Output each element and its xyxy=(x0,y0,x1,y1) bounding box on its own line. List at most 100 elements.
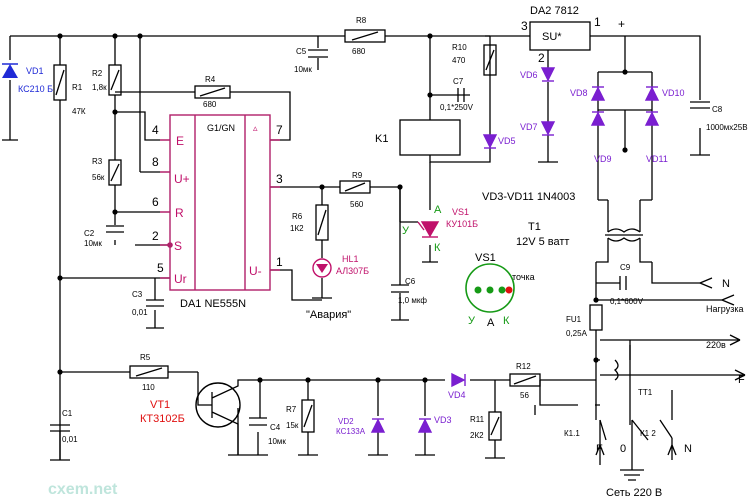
vd8-label: VD8 xyxy=(570,88,588,98)
pin-4: 4 xyxy=(152,123,159,137)
c7-label: C7 xyxy=(453,77,464,86)
pin-7: 7 xyxy=(276,123,283,137)
hl1-label: HL1 xyxy=(342,254,359,264)
t1-transformer xyxy=(605,228,643,242)
vs1-cathode-top: К xyxy=(434,242,441,254)
c2-value: 10мк xyxy=(84,239,102,248)
pin-uminus: U- xyxy=(249,264,262,278)
diodes xyxy=(370,67,660,433)
mains-label: Сеть 220 В xyxy=(606,487,662,499)
c9-value: 0,1*600V xyxy=(610,297,644,306)
vd2-type: КС133А xyxy=(336,427,366,436)
pin-5: 5 xyxy=(157,261,164,275)
hl1-type: АЛ307Б xyxy=(336,266,369,276)
vs1-anode-top: А xyxy=(434,204,442,216)
r2-label: R2 xyxy=(92,69,103,78)
r2-value: 1,8к xyxy=(92,83,107,92)
vt1-transistor xyxy=(195,372,260,455)
vd9-label: VD9 xyxy=(594,154,612,164)
c6-value: 1,0 мкф xyxy=(398,296,427,305)
zero-label: 0 xyxy=(620,443,626,455)
r8-label: R8 xyxy=(356,16,367,25)
vd1-label: VD1 xyxy=(26,66,44,76)
vd6-label: VD6 xyxy=(520,70,538,80)
vs1-name: VS1 xyxy=(452,207,469,217)
c1-label: C1 xyxy=(62,409,73,418)
c7-value: 0,1*250V xyxy=(440,103,474,112)
vs1-k: К xyxy=(503,315,510,327)
vs1-triac xyxy=(417,221,440,238)
c8-value: 1000мх25В xyxy=(706,123,748,132)
c9-label: C9 xyxy=(620,263,631,272)
r8-value: 680 xyxy=(352,47,366,56)
junctions xyxy=(57,33,628,383)
c3-value: 0,01 xyxy=(132,308,148,317)
da2-pin3: 3 xyxy=(521,19,528,33)
r12-value: 56 xyxy=(520,391,529,400)
alarm-label: "Авария" xyxy=(306,309,351,321)
r3-value: 56к xyxy=(92,173,105,182)
r12-label: R12 xyxy=(516,362,531,371)
vd2-label: VD2 xyxy=(338,417,354,426)
tochka-label: точка xyxy=(512,272,535,282)
vs1-big-label: VS1 xyxy=(475,252,496,264)
k1-relay xyxy=(399,119,461,156)
fu1-label: FU1 xyxy=(566,315,582,324)
c4-value: 10мк xyxy=(268,437,286,446)
pin-6: 6 xyxy=(152,195,159,209)
da2-pin1: 1 xyxy=(594,15,601,29)
vt1-label: VT1 xyxy=(150,399,170,411)
watermark: cxem.net xyxy=(48,481,118,498)
r5-label: R5 xyxy=(140,353,151,362)
vd7-label: VD7 xyxy=(520,122,538,132)
r6-label: R6 xyxy=(292,212,303,221)
c5-label: C5 xyxy=(296,47,307,56)
vd4-label: VD4 xyxy=(448,390,466,400)
vs1-gate-top: У xyxy=(402,225,410,237)
v220-label: 220в xyxy=(706,340,726,350)
vd1-type: КС210 Б xyxy=(18,84,53,94)
vd3-label: VD3 xyxy=(434,415,452,425)
r11-label: R11 xyxy=(470,415,485,424)
resistors xyxy=(53,29,603,441)
vt1-type: КТ3102Б xyxy=(140,413,185,425)
labels: VD1 КС210 Б R1 47К R2 1,8к R3 56к C2 10м… xyxy=(18,5,748,499)
da1-name: DA1 NE555N xyxy=(180,298,246,310)
r9-label: R9 xyxy=(352,171,363,180)
r5-value: 110 xyxy=(142,383,155,392)
r4-value: 680 xyxy=(203,100,217,109)
capacitors xyxy=(50,49,710,460)
pin-1: 1 xyxy=(276,255,283,269)
da2-pin2: 2 xyxy=(538,51,545,65)
k12-label: К1 2 xyxy=(640,429,656,438)
terminals xyxy=(595,277,746,456)
wires xyxy=(9,35,745,470)
c4-label: C4 xyxy=(270,423,281,432)
r10-value: 470 xyxy=(452,56,466,65)
c3-label: C3 xyxy=(132,290,143,299)
pin-ur: Ur xyxy=(174,272,187,286)
r1-value: 47К xyxy=(72,107,86,116)
r11-value: 2К2 xyxy=(470,431,484,440)
r3-label: R3 xyxy=(92,157,103,166)
k11-label: К1.1 xyxy=(564,429,580,438)
da2-regulator xyxy=(529,21,591,51)
vd11-label: VD11 xyxy=(646,154,668,164)
da1-title: G1/GN xyxy=(207,123,235,133)
pin-s: S xyxy=(174,239,182,253)
vs1-a: А xyxy=(487,317,495,329)
tt1-label: TT1 xyxy=(638,388,653,397)
c5-value: 10мк xyxy=(294,65,312,74)
da1-tri: ▵ xyxy=(253,123,258,133)
pin-8: 8 xyxy=(152,155,159,169)
r7-label: R7 xyxy=(286,405,297,414)
pin-3: 3 xyxy=(276,172,283,186)
fu1-value: 0,25А xyxy=(566,329,588,338)
vd1-zener xyxy=(2,63,18,78)
c6-label: C6 xyxy=(405,277,416,286)
r7-value: 15к xyxy=(286,421,299,430)
c8-label: C8 xyxy=(712,105,723,114)
hl1-led xyxy=(312,258,332,278)
